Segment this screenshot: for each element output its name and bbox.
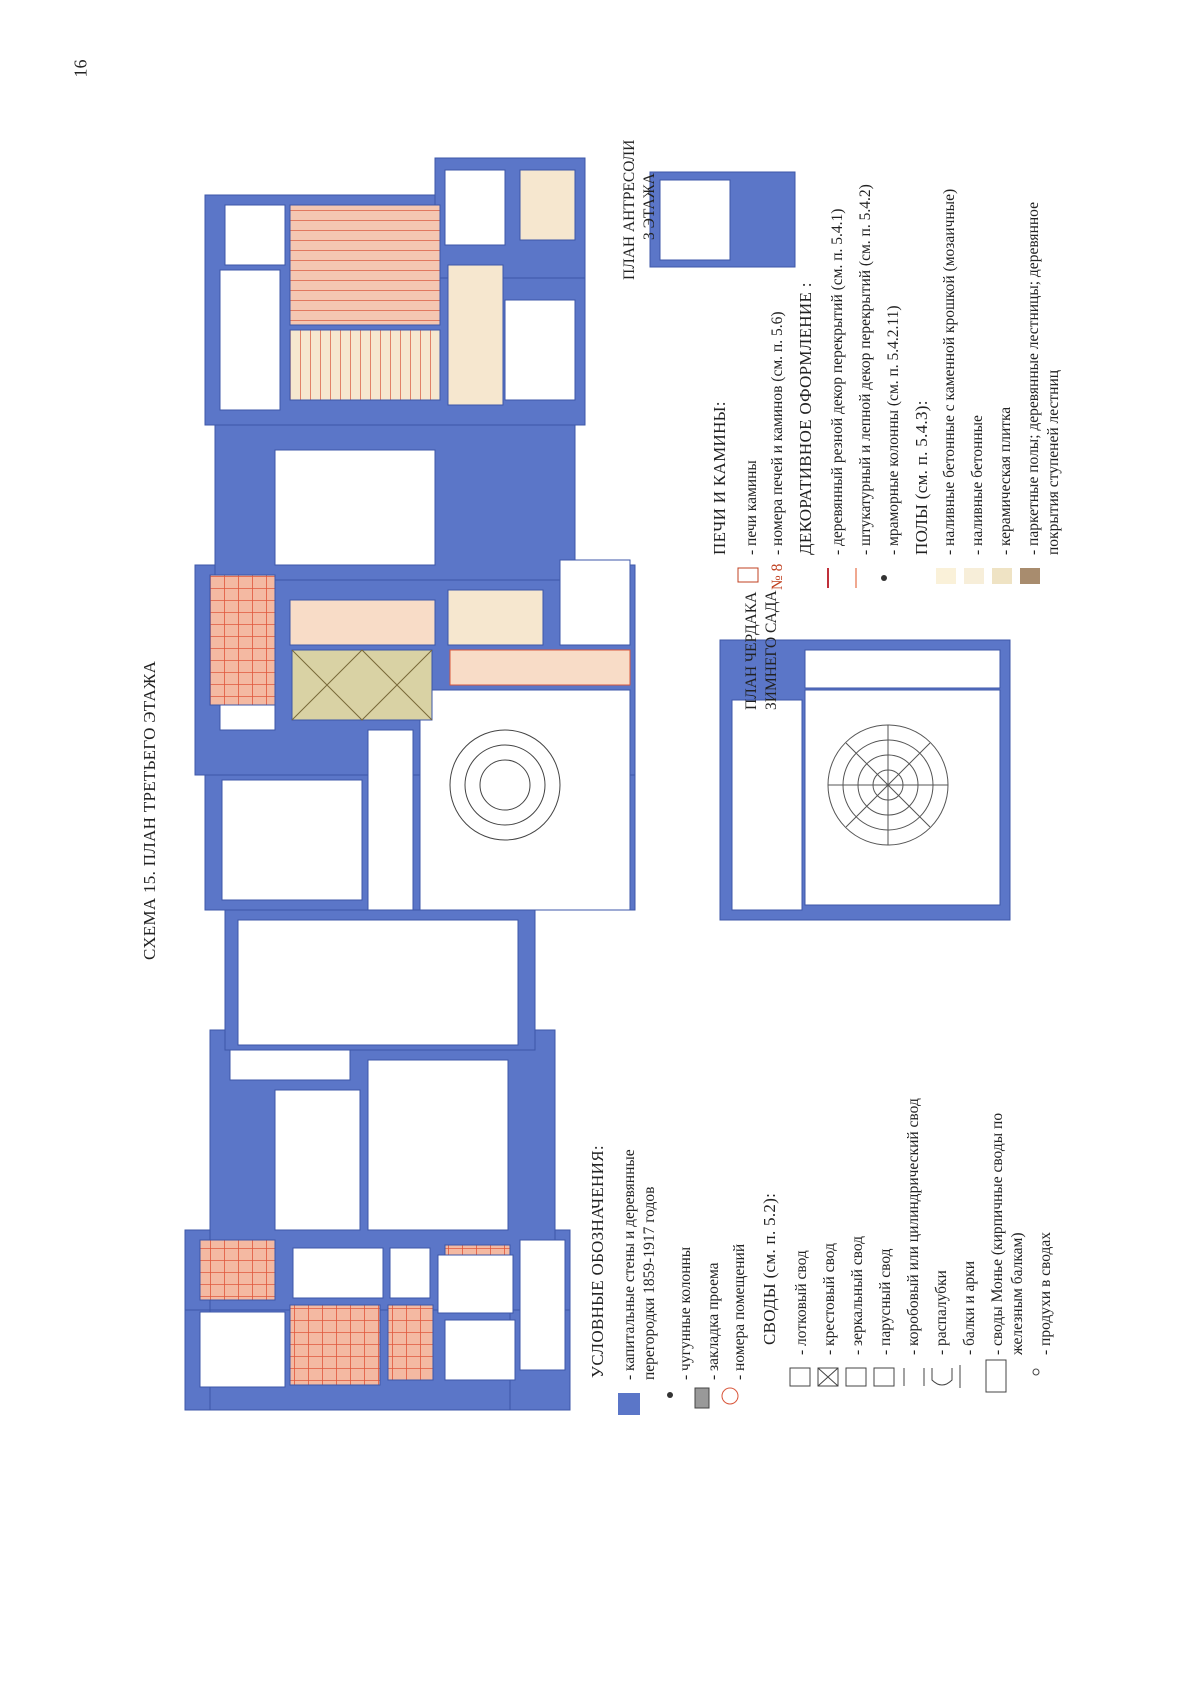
concrete-floor-icon: [964, 568, 984, 584]
room-number-icon: [721, 1387, 739, 1405]
trough-vault-icon: [789, 1367, 811, 1387]
lunette-icon: [931, 1368, 953, 1386]
gray-square-icon: [694, 1387, 710, 1409]
wall-swatch-icon: [618, 1393, 640, 1415]
vent-icon: [1032, 1368, 1040, 1376]
vault-rooms: [199, 204, 631, 1386]
barrel-vault-icon: [903, 1368, 925, 1386]
dome: [827, 724, 949, 846]
ceramic-floor-icon: [992, 568, 1012, 584]
mosaic-floor-icon: [936, 568, 956, 584]
dot-icon: [667, 1392, 673, 1398]
beige-floors: [447, 169, 576, 646]
sail-vault-icon: [873, 1367, 895, 1387]
mirror-vault-icon: [845, 1367, 867, 1387]
room-interiors: [199, 169, 1001, 1388]
spiral-staircase: [449, 729, 561, 841]
monier-vault-icon: [985, 1359, 1007, 1393]
cross-vault-room: [291, 649, 433, 721]
cross-vault-icon: [817, 1367, 839, 1387]
marble-column-icon: [881, 575, 887, 581]
parquet-floor-icon: [1020, 568, 1040, 584]
stove-icon: [737, 567, 759, 583]
